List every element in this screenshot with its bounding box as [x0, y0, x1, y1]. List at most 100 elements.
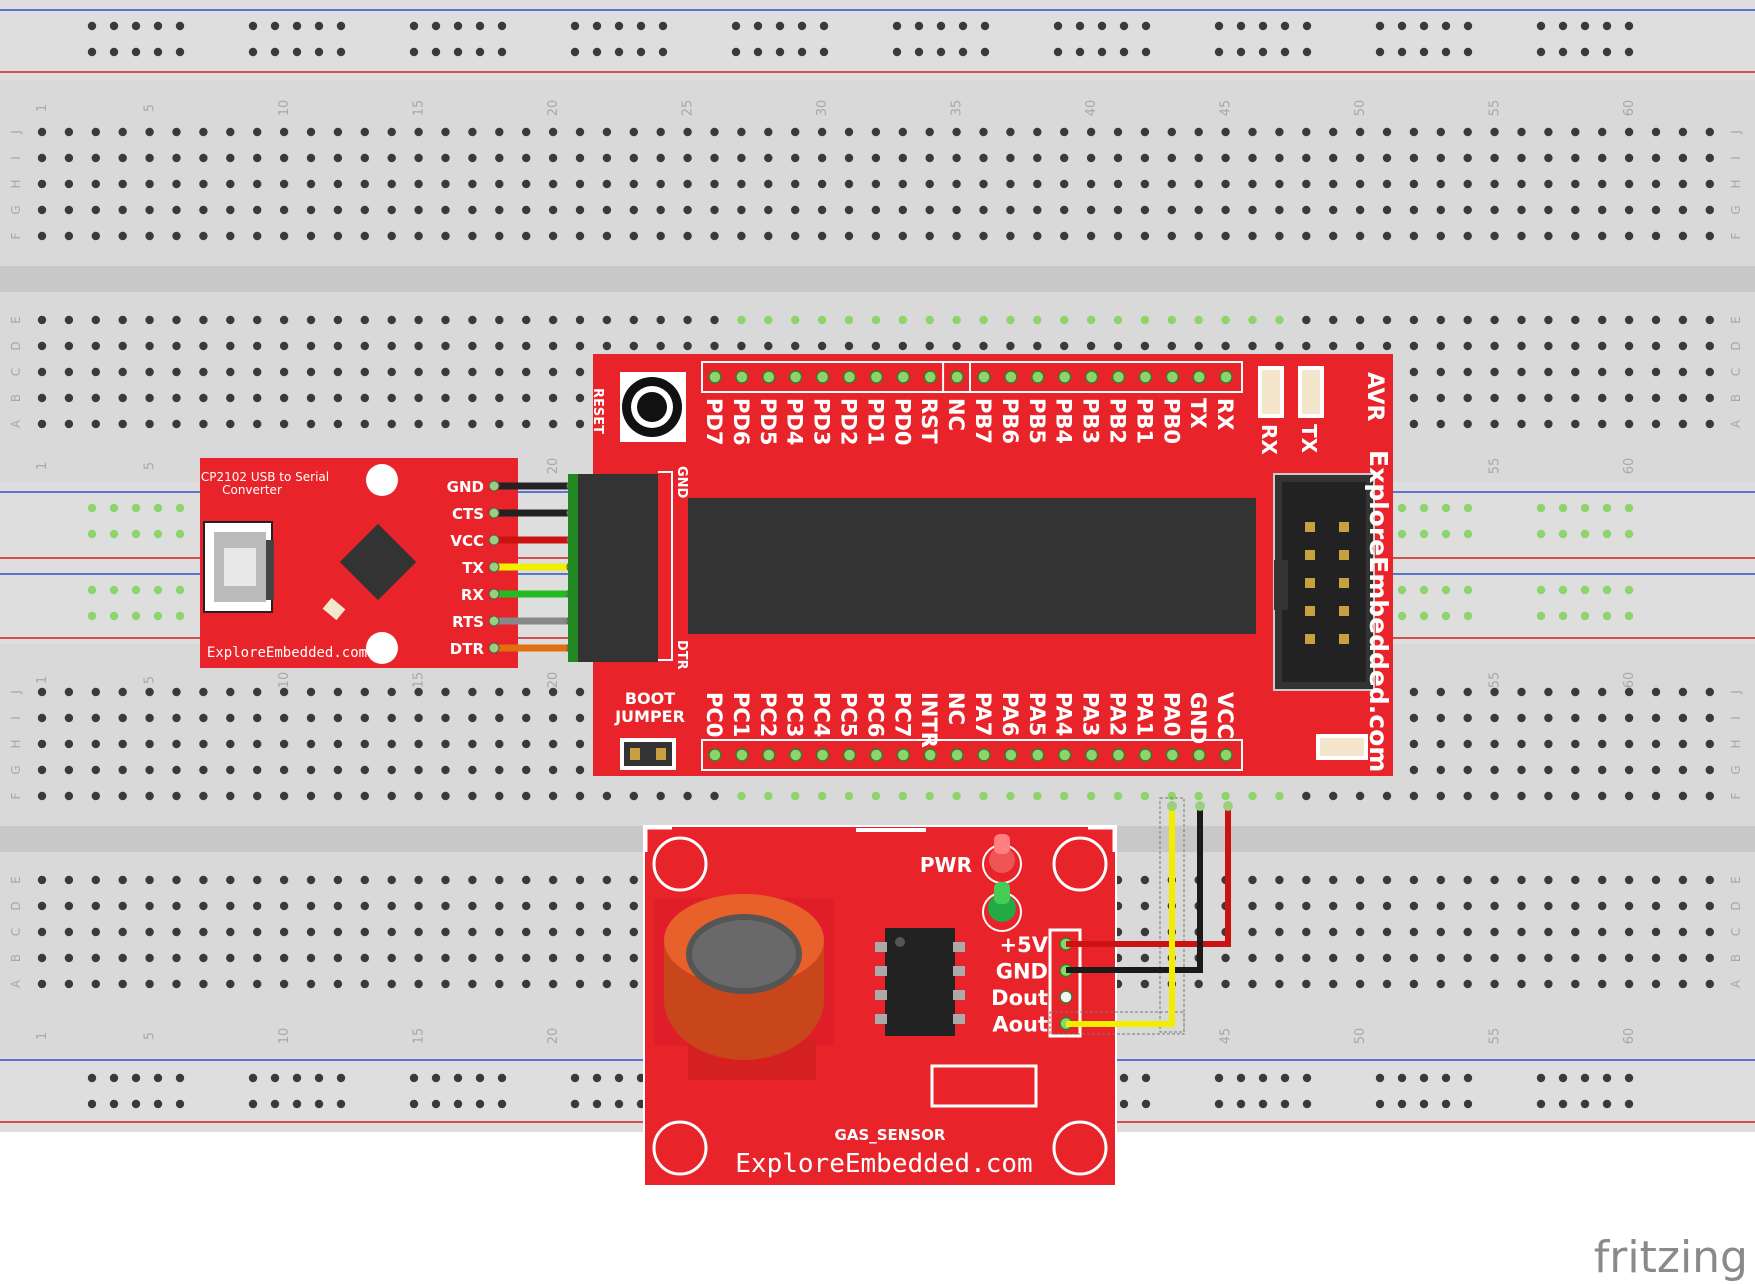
breadboard-hole[interactable] [1463, 341, 1472, 351]
breadboard-hole[interactable] [710, 179, 719, 189]
rail-hole[interactable] [1119, 1099, 1129, 1109]
breadboard-hole[interactable] [118, 153, 127, 163]
breadboard-hole[interactable] [333, 153, 343, 163]
breadboard-hole[interactable] [253, 713, 262, 723]
breadboard-hole[interactable] [1409, 127, 1419, 137]
breadboard-hole[interactable] [575, 127, 585, 137]
breadboard-hole[interactable] [1463, 765, 1472, 775]
breadboard-hole[interactable] [333, 341, 343, 351]
breadboard-hole[interactable] [253, 127, 262, 137]
rail-hole[interactable] [131, 21, 141, 31]
breadboard-hole[interactable] [468, 875, 477, 885]
rail-hole[interactable] [336, 47, 346, 57]
breadboard-hole[interactable] [226, 927, 235, 937]
rail-hole[interactable] [175, 1073, 185, 1083]
breadboard-hole[interactable] [522, 205, 531, 215]
breadboard-hole[interactable] [64, 791, 74, 801]
breadboard-hole[interactable] [1167, 231, 1177, 241]
breadboard-hole[interactable] [37, 765, 47, 775]
breadboard-hole[interactable] [575, 419, 585, 429]
breadboard-hole[interactable] [522, 765, 531, 775]
breadboard-hole[interactable] [145, 315, 154, 325]
breadboard-hole[interactable] [306, 927, 316, 937]
breadboard-hole[interactable] [253, 419, 262, 429]
breadboard-hole[interactable] [145, 179, 154, 189]
breadboard-hole[interactable] [1275, 901, 1284, 911]
breadboard-hole[interactable] [925, 127, 934, 137]
breadboard-hole[interactable] [1221, 953, 1230, 963]
breadboard-hole[interactable] [441, 875, 450, 885]
breadboard-hole[interactable] [1248, 179, 1257, 189]
avr-pin[interactable] [1192, 370, 1206, 384]
breadboard-hole[interactable] [360, 791, 369, 801]
breadboard-hole[interactable] [925, 791, 934, 801]
breadboard-hole[interactable] [1544, 419, 1553, 429]
breadboard-hole[interactable] [495, 765, 504, 775]
rail-hole[interactable] [1558, 585, 1568, 595]
breadboard-hole[interactable] [1194, 179, 1203, 189]
avr-pin[interactable] [896, 748, 911, 762]
breadboard-hole[interactable] [1705, 927, 1715, 937]
breadboard-hole[interactable] [64, 901, 74, 911]
breadboard-hole[interactable] [1086, 179, 1096, 189]
breadboard-hole[interactable] [1463, 419, 1472, 429]
breadboard-hole[interactable] [441, 205, 450, 215]
breadboard-hole[interactable] [1355, 953, 1365, 963]
breadboard-hole[interactable] [387, 231, 396, 241]
breadboard-hole[interactable] [656, 231, 665, 241]
breadboard-hole[interactable] [279, 179, 289, 189]
breadboard-hole[interactable] [1624, 791, 1634, 801]
breadboard-hole[interactable] [575, 979, 585, 989]
breadboard-hole[interactable] [441, 231, 450, 241]
breadboard-hole[interactable] [91, 687, 101, 697]
rail-hole[interactable] [270, 21, 280, 31]
breadboard-hole[interactable] [387, 315, 396, 325]
breadboard-hole[interactable] [441, 927, 450, 937]
breadboard-hole[interactable] [575, 765, 585, 775]
breadboard-hole[interactable] [118, 687, 127, 697]
breadboard-hole[interactable] [844, 341, 854, 351]
avr-pin[interactable] [1004, 748, 1018, 762]
rail-hole[interactable] [1375, 47, 1385, 57]
rail-hole[interactable] [314, 21, 324, 31]
breadboard-hole[interactable] [548, 153, 558, 163]
breadboard-hole[interactable] [898, 315, 907, 325]
breadboard-hole[interactable] [91, 393, 101, 403]
breadboard-hole[interactable] [1571, 765, 1580, 775]
rail-hole[interactable] [1602, 503, 1612, 513]
rail-hole[interactable] [475, 1073, 485, 1083]
breadboard-hole[interactable] [360, 979, 369, 989]
rail-hole[interactable] [1302, 47, 1312, 57]
breadboard-hole[interactable] [37, 713, 47, 723]
breadboard-hole[interactable] [1302, 901, 1311, 911]
rail-hole[interactable] [731, 21, 741, 31]
breadboard-hole[interactable] [1140, 979, 1150, 989]
breadboard-hole[interactable] [172, 713, 181, 723]
breadboard-hole[interactable] [333, 927, 343, 937]
breadboard-hole[interactable] [522, 927, 531, 937]
breadboard-hole[interactable] [1140, 791, 1150, 801]
breadboard-hole[interactable] [253, 393, 262, 403]
breadboard-hole[interactable] [468, 127, 477, 137]
breadboard-hole[interactable] [495, 179, 504, 189]
breadboard-hole[interactable] [764, 153, 773, 163]
breadboard-hole[interactable] [1678, 875, 1688, 885]
breadboard-hole[interactable] [817, 127, 827, 137]
rail-hole[interactable] [1580, 529, 1590, 539]
rail-hole[interactable] [1397, 585, 1407, 595]
breadboard-hole[interactable] [1678, 419, 1688, 429]
breadboard-hole[interactable] [548, 127, 558, 137]
breadboard-hole[interactable] [1544, 765, 1553, 775]
breadboard-hole[interactable] [1355, 875, 1365, 885]
breadboard-hole[interactable] [360, 765, 369, 775]
breadboard-hole[interactable] [414, 875, 423, 885]
breadboard-hole[interactable] [1355, 231, 1365, 241]
breadboard-hole[interactable] [1275, 953, 1284, 963]
breadboard-hole[interactable] [279, 927, 289, 937]
breadboard-hole[interactable] [172, 687, 181, 697]
breadboard-hole[interactable] [656, 179, 665, 189]
breadboard-hole[interactable] [1060, 153, 1069, 163]
rail-hole[interactable] [914, 21, 924, 31]
rail-hole[interactable] [592, 1073, 602, 1083]
breadboard-hole[interactable] [145, 341, 154, 351]
